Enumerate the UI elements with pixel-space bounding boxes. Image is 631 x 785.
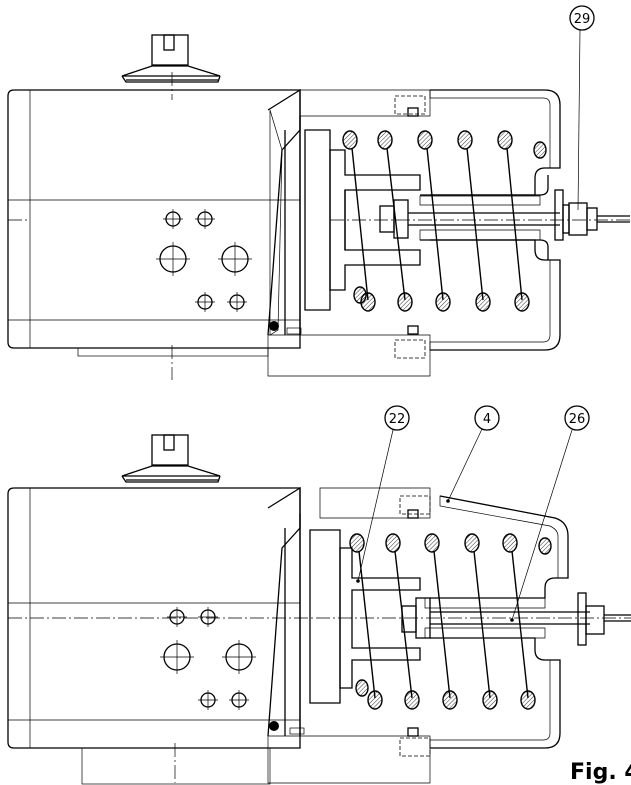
top-adjust-rod: [8, 189, 631, 241]
bottom-end-cap: [267, 486, 431, 784]
bottom-spring-housing: [424, 495, 569, 749]
callout-22-label: 22: [389, 412, 406, 427]
top-port-holes: [156, 209, 252, 312]
callout-22: 22: [356, 405, 410, 583]
top-spring-housing: [419, 89, 561, 351]
top-end-cap: [267, 88, 431, 377]
top-actuator-view: 29: [7, 5, 631, 380]
top-screw-icon: [121, 34, 221, 83]
bottom-port-holes: [160, 607, 256, 710]
callout-4: 4: [446, 405, 500, 503]
top-body-housing: [7, 72, 301, 380]
figure-label: Fig. 4: [570, 760, 631, 785]
top-piston: [304, 129, 421, 311]
callout-26-label: 26: [569, 412, 586, 427]
bottom-adjust-rod: [8, 592, 631, 646]
bottom-piston: [309, 529, 421, 704]
bottom-body-housing: [7, 487, 301, 785]
top-spring-coils: [342, 130, 547, 312]
bottom-screw-icon: [121, 434, 221, 483]
bottom-actuator-view: 22 4 26: [7, 405, 631, 785]
bottom-spring-coils: [349, 533, 552, 710]
callout-4-label: 4: [483, 412, 491, 427]
callout-26: 26: [510, 405, 590, 622]
callout-29-label: 29: [574, 12, 591, 27]
callout-29: 29: [569, 5, 595, 211]
